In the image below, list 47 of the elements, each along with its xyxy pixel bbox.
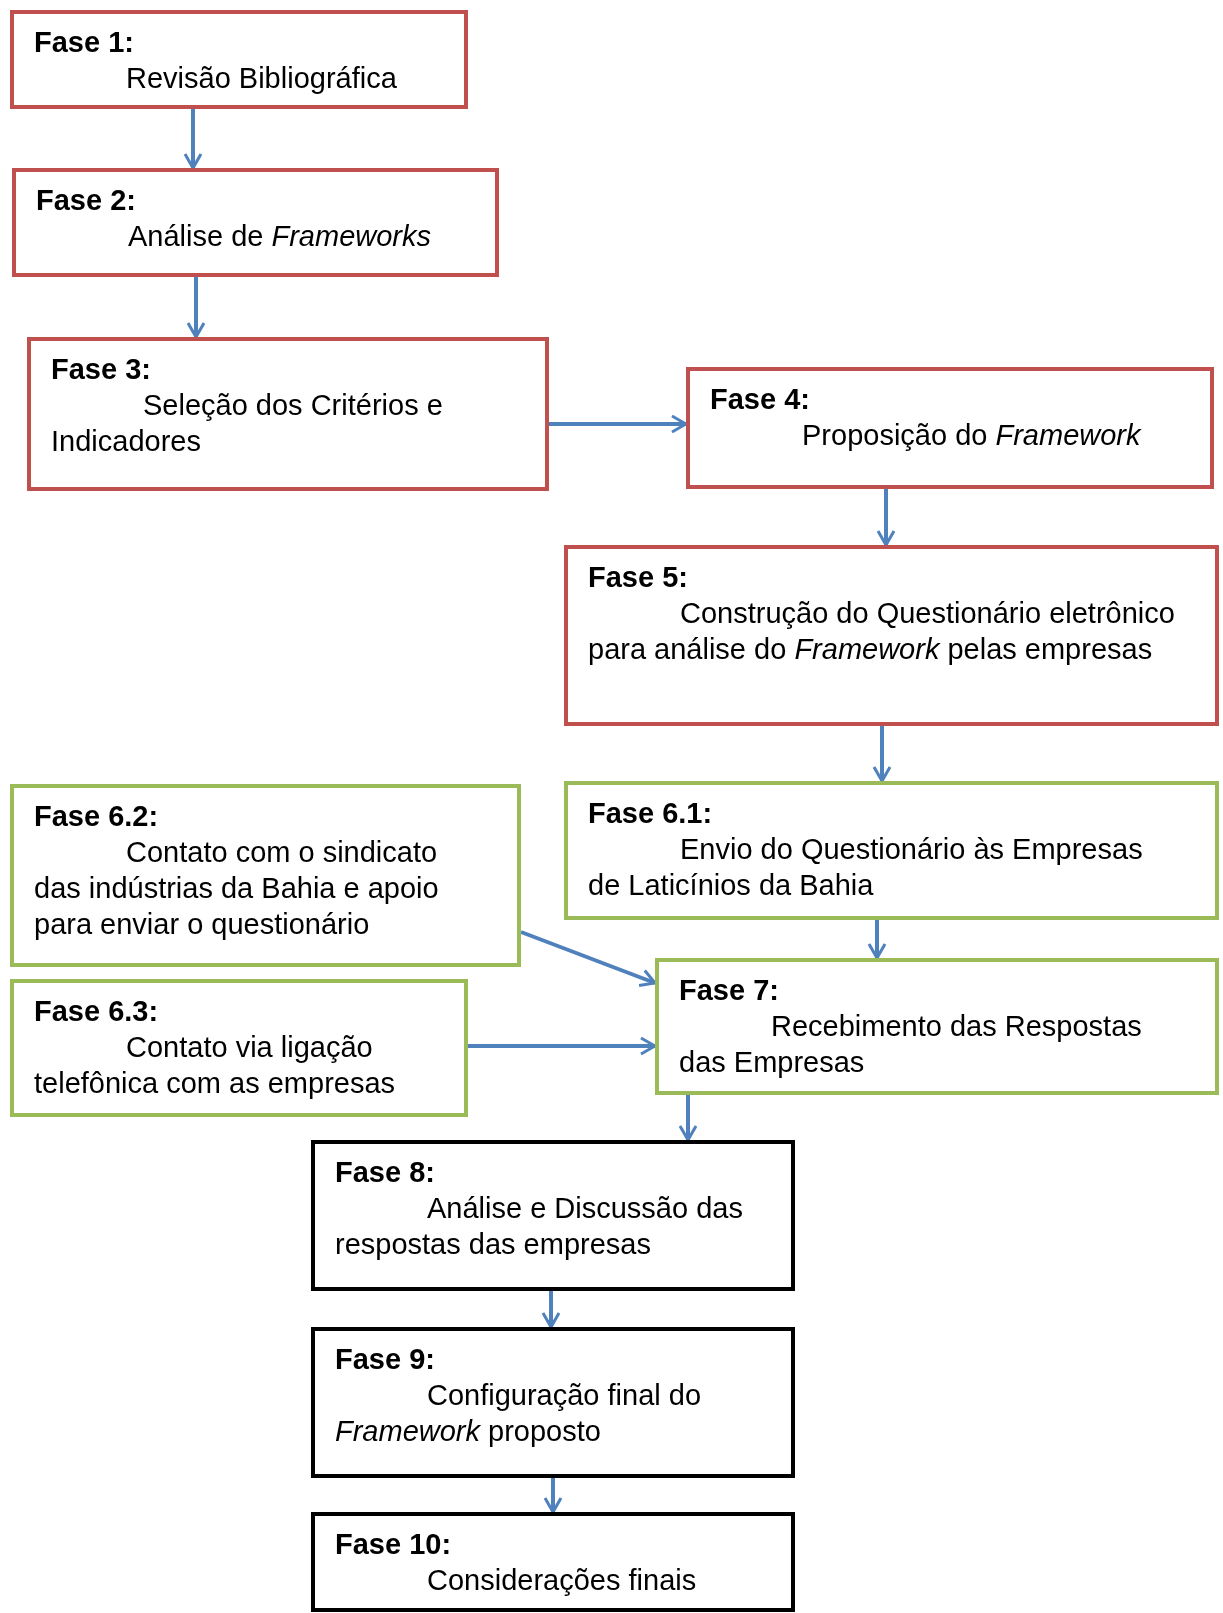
phase-description: Contato via ligação telefônica com as empresas: [34, 1030, 397, 1101]
process-box: [27, 337, 549, 491]
process-box: [311, 1327, 795, 1478]
arrow: [183, 109, 203, 170]
phase-description: Configuração final do Framework proposto: [335, 1378, 703, 1449]
phase-heading: Fase 10:: [335, 1527, 453, 1562]
arrow: [867, 920, 887, 960]
process-box: [12, 168, 499, 277]
phase-heading: Fase 8:: [335, 1155, 436, 1190]
phase-description: Contato com o sindicato das indústrias da Bahia e apoio para enviar o questionário: [34, 835, 440, 942]
arrow: [543, 1478, 563, 1514]
process-box: [10, 784, 521, 967]
phase-description: Revisão Bibliográfica: [125, 61, 398, 96]
phase-heading: Fase 7:: [679, 973, 780, 1008]
phase-heading: Fase 9:: [335, 1342, 436, 1377]
process-box: [564, 781, 1219, 920]
process-box: [655, 958, 1219, 1095]
phase-description: Construção do Questionário eletrônico para análise do Framework pelas empresas: [588, 596, 1176, 667]
phase-heading: Fase 3:: [51, 352, 152, 387]
process-box: [311, 1512, 795, 1612]
arrow: [876, 489, 896, 547]
phase-description: Recebimento das Respostas das Empresas: [679, 1009, 1143, 1080]
phase-description: Considerações finais: [426, 1563, 698, 1598]
arrow: [678, 1095, 698, 1142]
phase-heading: Fase 6.1:: [588, 796, 714, 831]
phase-heading: Fase 5:: [588, 560, 689, 595]
phase-heading: Fase 4:: [710, 382, 811, 417]
arrow: [541, 1291, 561, 1329]
process-box: [10, 10, 468, 109]
process-box: [10, 979, 468, 1117]
arrow: [468, 1036, 657, 1056]
phase-description: Seleção dos Critérios e Indicadores: [51, 388, 444, 459]
arrow: [520, 930, 657, 987]
process-box: [686, 367, 1214, 489]
arrow: [549, 414, 688, 434]
arrow: [872, 726, 892, 783]
phase-heading: Fase 2:: [36, 183, 137, 218]
phase-heading: Fase 6.3:: [34, 994, 160, 1029]
process-box: [311, 1140, 795, 1291]
phase-description: Análise de Frameworks: [127, 219, 432, 254]
phase-description: Envio do Questionário às Empresas de Laticínios da Bahia: [588, 832, 1144, 903]
phase-description: Análise e Discussão das respostas das empresas: [335, 1191, 744, 1262]
process-box: [564, 545, 1219, 726]
phase-heading: Fase 6.2:: [34, 799, 160, 834]
arrow: [186, 277, 206, 339]
phase-description: Proposição do Framework: [801, 418, 1143, 453]
phase-heading: Fase 1:: [34, 25, 135, 60]
